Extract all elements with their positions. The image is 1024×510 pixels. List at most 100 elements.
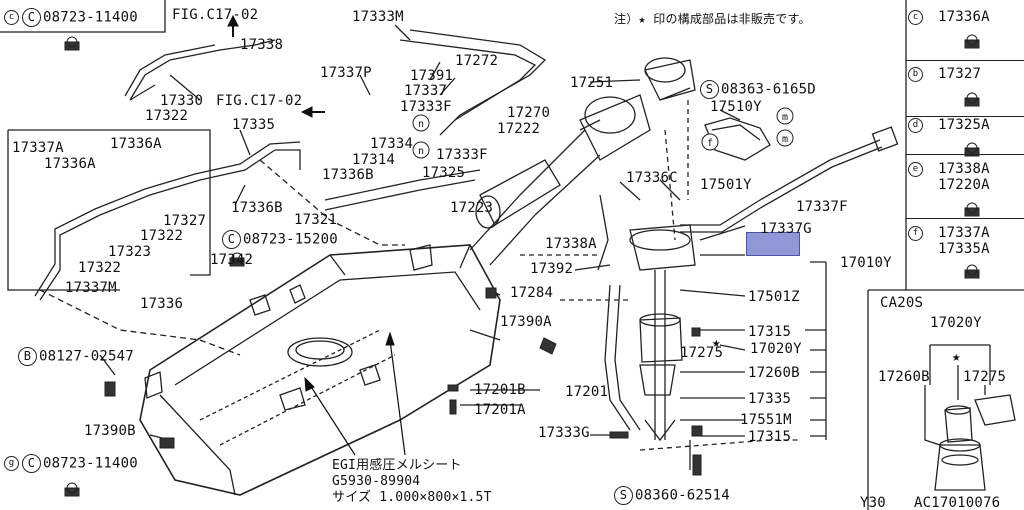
part-17390A[interactable]: 17390A (500, 314, 552, 330)
part-17315-b[interactable]: 17315 (748, 429, 792, 445)
marker-f: f (707, 138, 713, 149)
part-17336C[interactable]: 17336C (626, 170, 678, 186)
part-17260B[interactable]: 17260B (748, 365, 800, 381)
part-17330[interactable]: 17330 (160, 93, 204, 109)
part-17551M[interactable]: 17551M (740, 412, 792, 428)
part-17336B-a[interactable]: 17336B (322, 167, 374, 183)
part-17333G[interactable]: 17333G (538, 425, 590, 441)
part-17337A[interactable]: 17337A (12, 140, 64, 156)
part-17338[interactable]: 17338 (240, 37, 284, 53)
hose-17325 (324, 169, 481, 201)
notice-non-sale: 注）★ 印の構成部品は非販売です。 (614, 12, 811, 26)
part-17333M[interactable]: 17333M (352, 9, 404, 25)
legend-row-c[interactable]: c 17336A (906, 0, 1024, 61)
variant-part-17275[interactable]: 17275 (963, 369, 1007, 385)
sender-unit-top (629, 224, 696, 271)
legend-row-f[interactable]: f 17337A 17335A (906, 218, 1024, 290)
fuel-line-main (39, 149, 301, 301)
pump-bracket (654, 270, 666, 440)
part-17327[interactable]: 17327 (163, 213, 207, 229)
callout-c-text-2: 08723-15200 (243, 231, 338, 248)
part-17333F-a[interactable]: 17333F (400, 99, 452, 115)
legend-part-17327: 17327 (938, 66, 982, 82)
legend-mark-e-text: e (908, 162, 923, 177)
star-mark-17020Y: ★ (712, 335, 721, 351)
part-17323[interactable]: 17323 (108, 244, 152, 260)
part-17201B[interactable]: 17201B (474, 382, 526, 398)
part-17222[interactable]: 17222 (497, 121, 541, 137)
part-17223[interactable]: 17223 (450, 200, 494, 216)
variant-star: ★ (952, 349, 961, 365)
legend-mark-c-text: c (908, 10, 923, 25)
part-17337M[interactable]: 17337M (65, 280, 117, 296)
part-17251[interactable]: 17251 (570, 75, 614, 91)
marker-n-2: n (418, 146, 424, 157)
part-17270[interactable]: 17270 (507, 105, 551, 121)
legend-mark-d: d (908, 118, 926, 134)
sheet-note-line2: G5930-89904 (332, 474, 421, 489)
part-17336B-b[interactable]: 17336B (231, 200, 283, 216)
subassembly-bracket (7, 129, 211, 291)
part-17010Y[interactable]: 17010Y (840, 255, 892, 271)
legend-part-17220A: 17220A (938, 177, 990, 193)
part-17020Y[interactable]: 17020Y (750, 341, 802, 357)
part-17338A[interactable]: 17338A (545, 236, 597, 252)
part-17336A-b[interactable]: 17336A (44, 156, 96, 172)
harness-17337F (680, 139, 881, 256)
part-17321[interactable]: 17321 (294, 212, 338, 228)
part-17337G[interactable]: 17337G (760, 221, 812, 237)
fig-ref-1[interactable]: FIG.C17-02 (172, 7, 259, 23)
part-17201[interactable]: 17201 (565, 384, 609, 400)
marker-m-2: m (782, 134, 788, 145)
legend-part-17335A: 17335A (938, 241, 990, 257)
legend-row-d[interactable]: d 17325A (906, 116, 1024, 155)
part-17336A-a[interactable]: 17336A (110, 136, 162, 152)
legend-row-b[interactable]: b 17327 (906, 60, 1024, 117)
part-17325[interactable]: 17325 (422, 165, 466, 181)
part-17275[interactable]: 17275 (680, 345, 724, 361)
legend-mark-f: f (908, 226, 926, 242)
part-17337P[interactable]: 17337P (320, 65, 372, 81)
part-17510Y[interactable]: 17510Y (710, 99, 762, 115)
legend-row-e[interactable]: e 17338A 17220A (906, 154, 1024, 219)
part-17501Y[interactable]: 17501Y (700, 177, 752, 193)
sheet-note-line1: EGI用感圧メルシート (332, 458, 462, 473)
legend-mark-c: c (908, 10, 926, 26)
part-17201A[interactable]: 17201A (474, 402, 526, 418)
part-17315-a[interactable]: 17315 (748, 324, 792, 340)
part-17322-a[interactable]: 17322 (145, 108, 189, 124)
filler-neck (579, 94, 651, 161)
variant-part-17020Y[interactable]: 17020Y (930, 315, 982, 331)
part-17272[interactable]: 17272 (455, 53, 499, 69)
part-17284[interactable]: 17284 (510, 285, 554, 301)
part-17342[interactable]: 17342 (210, 252, 254, 268)
part-17501Z[interactable]: 17501Z (748, 289, 800, 305)
fuel-pump-17020Y (639, 317, 683, 363)
part-17333F-b[interactable]: 17333F (436, 147, 488, 163)
part-17390B[interactable]: 17390B (84, 423, 136, 439)
part-17322-c[interactable]: 17322 (78, 260, 122, 276)
legend-mark-f-text: f (908, 226, 923, 241)
part-17334[interactable]: 17334 (370, 136, 414, 152)
part-17337F[interactable]: 17337F (796, 199, 848, 215)
variant-part-17260B[interactable]: 17260B (878, 369, 930, 385)
part-17392[interactable]: 17392 (530, 261, 574, 277)
part-17391[interactable]: 17391 (410, 68, 454, 84)
part-17336[interactable]: 17336 (140, 296, 184, 312)
part-17322-b[interactable]: 17322 (140, 228, 184, 244)
part-17335-a[interactable]: 17335 (232, 117, 276, 133)
part-17314[interactable]: 17314 (352, 152, 396, 168)
part-17335-b[interactable]: 17335 (748, 391, 792, 407)
part-17337[interactable]: 17337 (404, 83, 448, 99)
legend-mark-b-text: b (908, 67, 923, 82)
sheet-note-line3: サイズ 1.000×800×1.5T (332, 490, 492, 505)
callout-c-text: 08723-11400 (43, 9, 138, 26)
fig-ref-2[interactable]: FIG.C17-02 (216, 93, 303, 109)
